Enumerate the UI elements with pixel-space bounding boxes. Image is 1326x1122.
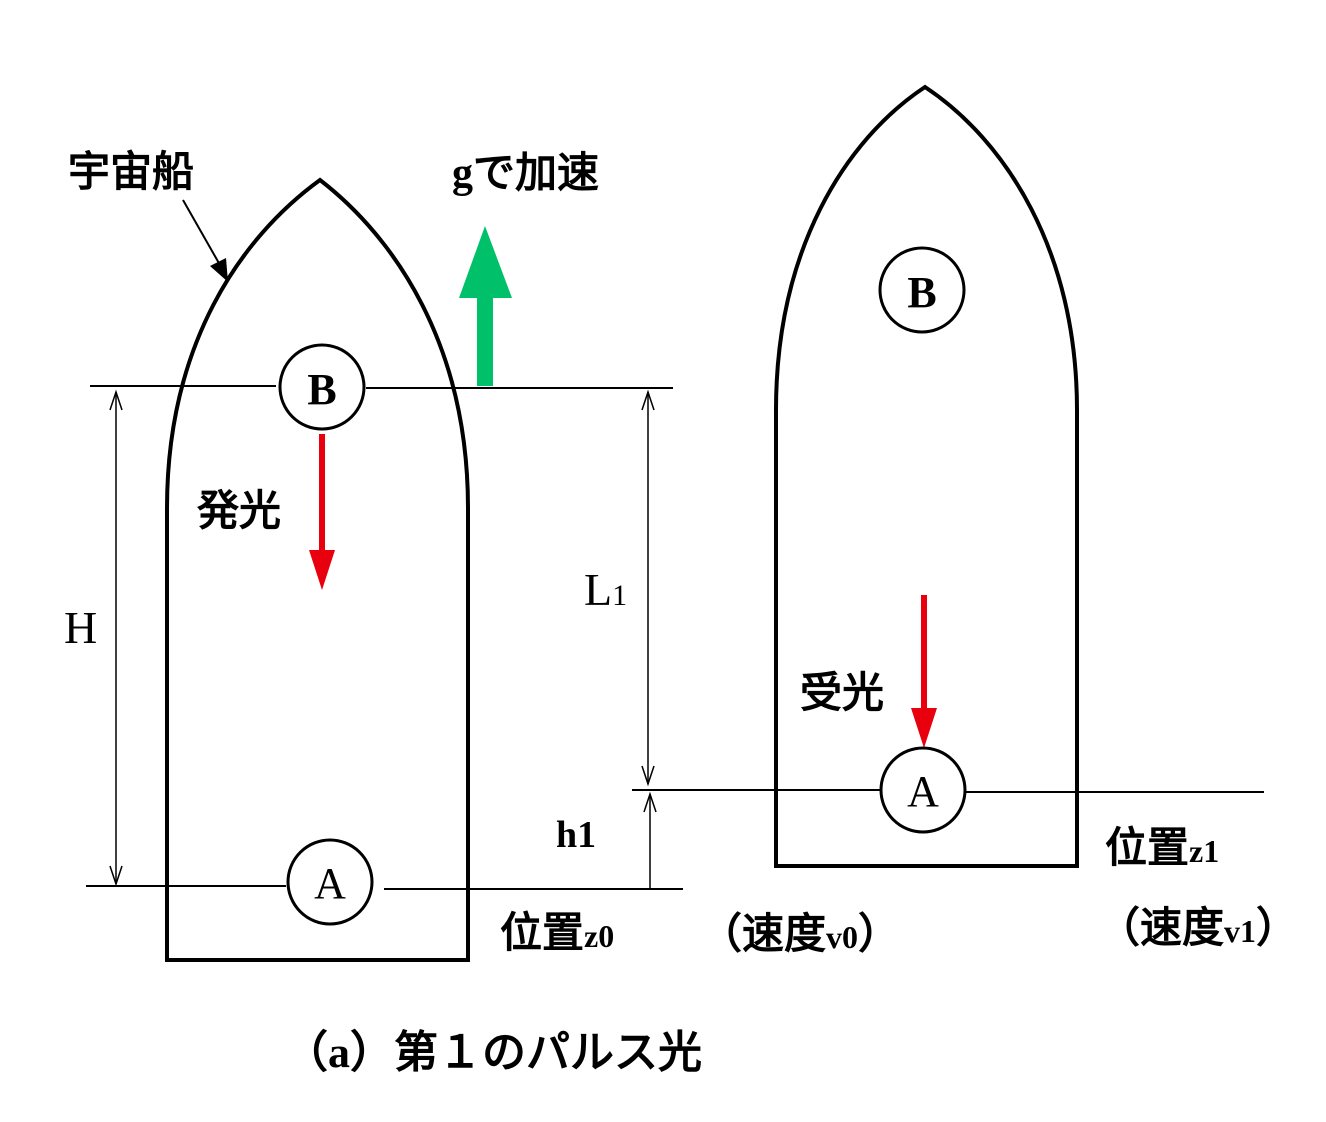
spaceship-leader-arrowhead [210,258,228,282]
right-spaceship [774,84,1079,868]
velocity-v1-label: （速度v1） [1098,905,1298,952]
left-point-a-circle [286,838,374,926]
acceleration-arrow [459,226,512,386]
accelerate-label: gで加速 [452,150,599,197]
right-point-b-label: B [907,268,936,317]
h1-dimension-arrow [643,791,657,813]
height-dimension-bottom-arrow [109,865,123,887]
h1-label: h1 [556,814,596,856]
distance-dimension-top-arrow [641,389,655,411]
right-point-a-label: A [907,767,939,816]
velocity-v0-label: （速度v0） [700,911,900,958]
right-spaceship-hull [774,84,1079,868]
distance-label: L1 [584,564,627,615]
height-label: H [64,602,97,653]
emission-arrow [309,434,335,590]
right-point-a-circle [879,746,967,834]
acceleration-arrow-head [459,226,512,298]
position-z1-label: 位置z1 [1105,825,1219,872]
left-point-a-label: A [314,859,346,908]
receive-arrow [911,595,937,748]
receive-label: 受光 [800,670,884,717]
spaceship-leader-line [182,199,221,266]
left-point-b-label: B [307,365,336,414]
acceleration-arrow-shaft [477,292,493,386]
left-spaceship [165,177,470,962]
right-point-b-circle [878,246,966,334]
spaceship-label: 宇宙船 [68,149,194,196]
left-spaceship-hull [165,177,470,962]
emit-label: 発光 [197,488,281,535]
position-z0-label: 位置z0 [500,910,614,957]
left-point-b-circle [278,343,366,431]
height-dimension-top-arrow [109,389,123,411]
figure-caption: （a）第１のパルス光 [284,1028,702,1077]
distance-dimension-bottom-arrow [641,765,655,787]
